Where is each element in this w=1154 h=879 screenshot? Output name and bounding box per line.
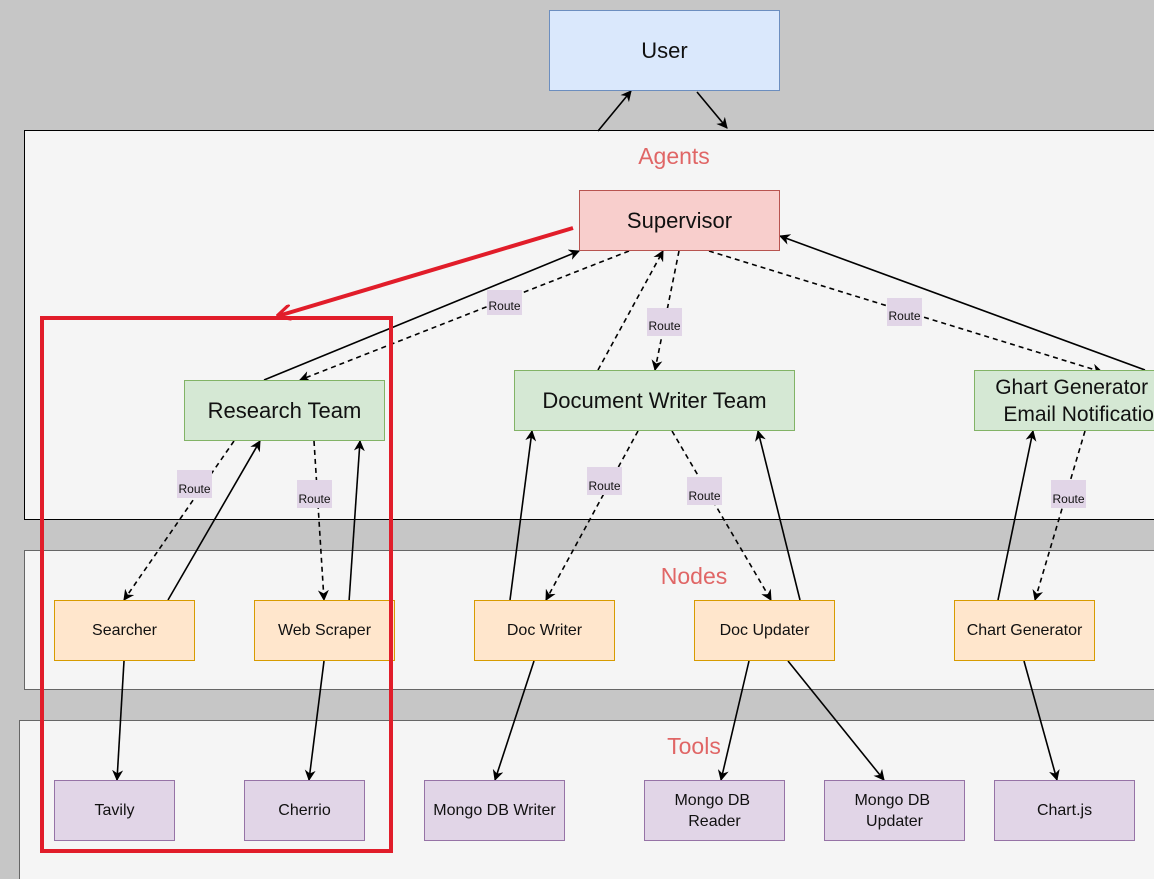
chart-email-team-label-line2: Email Notification xyxy=(1003,403,1154,426)
edge-supervisor-route-docteam xyxy=(651,250,680,372)
edge-docteam-to-supervisor xyxy=(597,250,664,371)
edge-chartgen-to-chartteam xyxy=(997,429,1037,601)
mongo-db-reader-label-line1: Mongo DB xyxy=(674,792,750,809)
tools-panel xyxy=(19,720,1154,879)
tools-section-title: Tools xyxy=(667,733,721,759)
route-label: Route xyxy=(647,308,682,336)
edge-supervisor-route-chartteam xyxy=(708,250,1104,375)
svg-text:Route: Route xyxy=(688,489,720,503)
svg-text:Route: Route xyxy=(648,319,680,333)
research-team-label: Research Team xyxy=(208,398,362,423)
cherrio-box[interactable] xyxy=(244,780,365,841)
web-scraper-label: Web Scraper xyxy=(278,622,372,639)
edge-user-supervisor xyxy=(597,90,632,132)
edge-docwriter-mongowriter xyxy=(492,660,535,782)
edge-chartteam-route-chartgen xyxy=(1032,430,1086,602)
cherrio-label: Cherrio xyxy=(278,802,331,819)
edge-docupdater-mongoupdater xyxy=(787,660,885,781)
doc-writer-box[interactable] xyxy=(474,600,615,661)
svg-text:Route: Route xyxy=(888,309,920,323)
research-team-box[interactable] xyxy=(184,380,385,441)
chart-generator-label: Chart Generator xyxy=(967,622,1083,639)
route-label: Route xyxy=(297,480,332,508)
doc-updater-label: Doc Updater xyxy=(720,622,810,639)
edge-searcher-to-research xyxy=(167,440,261,601)
svg-text:Route: Route xyxy=(588,479,620,493)
tavily-box[interactable] xyxy=(54,780,175,841)
route-label: Route xyxy=(687,477,722,505)
document-writer-team-box[interactable] xyxy=(514,370,795,431)
edge-webscraper-to-research xyxy=(348,439,365,603)
edge-supervisor-route-research xyxy=(298,250,630,382)
chartjs-box[interactable] xyxy=(994,780,1135,841)
edge-docupdater-to-docteam xyxy=(755,429,801,601)
web-scraper-box[interactable] xyxy=(254,600,395,661)
document-writer-team-label: Document Writer Team xyxy=(542,388,766,413)
tavily-label: Tavily xyxy=(94,802,134,819)
edge-searcher-tavily xyxy=(112,660,125,782)
svg-text:Route: Route xyxy=(178,482,210,496)
chart-email-team-box[interactable] xyxy=(974,370,1154,431)
edge-user-to-agents xyxy=(696,91,728,129)
edge-chartgen-chartjs xyxy=(1023,660,1060,782)
nodes-section-title: Nodes xyxy=(661,563,727,589)
route-label: Route xyxy=(487,290,522,315)
supervisor-label: Supervisor xyxy=(627,208,732,233)
supervisor-box[interactable] xyxy=(579,190,780,251)
edge-research-to-supervisor xyxy=(263,249,581,381)
doc-writer-label: Doc Writer xyxy=(507,622,583,639)
svg-text:Route: Route xyxy=(1052,492,1084,506)
chart-email-team-label-line1: Ghart Generator & xyxy=(995,376,1154,399)
mongo-db-reader-box[interactable] xyxy=(644,780,785,841)
route-label: Route xyxy=(887,298,922,326)
mongo-db-updater-label-line1: Mongo DB xyxy=(854,792,930,809)
route-label: Route xyxy=(1051,480,1086,508)
doc-updater-box[interactable] xyxy=(694,600,835,661)
highlight-arrow xyxy=(278,226,574,316)
route-label: Route xyxy=(587,467,622,495)
searcher-label: Searcher xyxy=(92,622,158,639)
chartjs-label: Chart.js xyxy=(1037,802,1092,819)
agents-panel xyxy=(24,130,1154,520)
edge-chartteam-to-supervisor xyxy=(778,234,1146,371)
user-label: User xyxy=(641,38,687,63)
mongo-db-reader-label: Mongo DB Reader xyxy=(674,792,754,830)
user-box[interactable] xyxy=(549,10,780,91)
chart-generator-box[interactable] xyxy=(954,600,1095,661)
edge-webscraper-cherrio xyxy=(304,660,325,782)
mongo-db-updater-box[interactable] xyxy=(824,780,965,841)
edge-docwriter-to-docteam xyxy=(509,429,537,601)
edge-docteam-route-docupdater xyxy=(671,430,772,601)
route-label: Route xyxy=(177,470,212,498)
searcher-box[interactable] xyxy=(54,600,195,661)
highlight-frame xyxy=(40,316,393,853)
mongo-db-writer-label: Mongo DB Writer xyxy=(433,802,556,819)
agents-section-title: Agents xyxy=(638,143,710,169)
mongo-db-reader-label-line2: Reader xyxy=(688,813,741,830)
mongo-db-updater-label: Mongo DB Updater xyxy=(854,792,934,830)
mongo-db-updater-label-line2: Updater xyxy=(866,813,924,830)
chart-email-team-label: Ghart Generator & Email Notification xyxy=(995,376,1154,426)
edge-docupdater-mongoreader xyxy=(717,660,750,782)
svg-text:Route: Route xyxy=(488,299,520,313)
mongo-db-writer-box[interactable] xyxy=(424,780,565,841)
svg-text:Route: Route xyxy=(298,492,330,506)
